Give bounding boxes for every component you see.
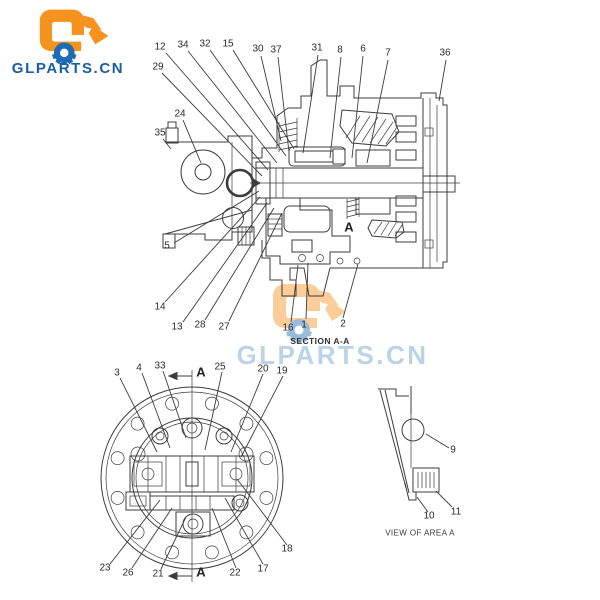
callout-34: 34 bbox=[177, 39, 189, 51]
callout-1: 1 bbox=[301, 319, 307, 331]
callout-16: 16 bbox=[282, 322, 294, 334]
callout-20: 20 bbox=[257, 363, 269, 375]
callout-31: 31 bbox=[311, 42, 323, 54]
callout-30: 30 bbox=[252, 43, 264, 55]
callout-29: 29 bbox=[152, 61, 164, 73]
section-aa-drawing bbox=[161, 49, 460, 323]
callout-5: 5 bbox=[164, 240, 170, 252]
callout-9: 9 bbox=[450, 444, 456, 456]
callout-22: 22 bbox=[229, 567, 241, 579]
callout-26: 26 bbox=[122, 567, 134, 579]
callout-24: 24 bbox=[174, 108, 186, 120]
view-of-area-a-label: VIEW OF AREA A bbox=[385, 528, 455, 538]
callout-37: 37 bbox=[270, 44, 282, 56]
section-arrow-a-top: A bbox=[196, 364, 206, 380]
brand-text: GLPARTS.CN bbox=[11, 60, 125, 77]
brand-logo[interactable]: GLPARTS.CN bbox=[6, 2, 131, 84]
callout-23: 23 bbox=[99, 562, 111, 574]
callout-2: 2 bbox=[340, 318, 346, 330]
callout-11: 11 bbox=[450, 506, 462, 518]
callout-15: 15 bbox=[222, 38, 234, 50]
callout-36: 36 bbox=[439, 47, 451, 59]
callout-27: 27 bbox=[218, 321, 230, 333]
callout-33: 33 bbox=[154, 360, 166, 372]
callout-6: 6 bbox=[360, 43, 366, 55]
callout-4: 4 bbox=[136, 362, 142, 374]
callout-35: 35 bbox=[154, 127, 166, 139]
callout-18: 18 bbox=[281, 543, 293, 555]
callout-19: 19 bbox=[276, 365, 288, 377]
area-a-detail-drawing bbox=[378, 386, 453, 513]
callout-7: 7 bbox=[385, 47, 391, 59]
end-view-callout-leaders bbox=[109, 370, 288, 570]
callout-3: 3 bbox=[114, 367, 120, 379]
callout-10: 10 bbox=[423, 510, 435, 522]
callout-25: 25 bbox=[214, 361, 226, 373]
callout-14: 14 bbox=[154, 301, 166, 313]
callout-28: 28 bbox=[194, 319, 206, 331]
section-aa-label: SECTION A-A bbox=[290, 336, 350, 346]
area-a-marker: A bbox=[344, 219, 354, 235]
callout-32: 32 bbox=[199, 38, 211, 50]
section-arrow-a-bottom: A bbox=[196, 564, 206, 580]
area-a-callout-leaders bbox=[416, 433, 453, 513]
callout-8: 8 bbox=[337, 44, 343, 56]
end-view-drawing bbox=[100, 370, 288, 582]
callout-12: 12 bbox=[154, 41, 166, 53]
callout-17: 17 bbox=[257, 563, 269, 575]
top-callout-leaders bbox=[161, 49, 447, 323]
callout-13: 13 bbox=[171, 321, 183, 333]
callout-21: 21 bbox=[152, 568, 164, 580]
